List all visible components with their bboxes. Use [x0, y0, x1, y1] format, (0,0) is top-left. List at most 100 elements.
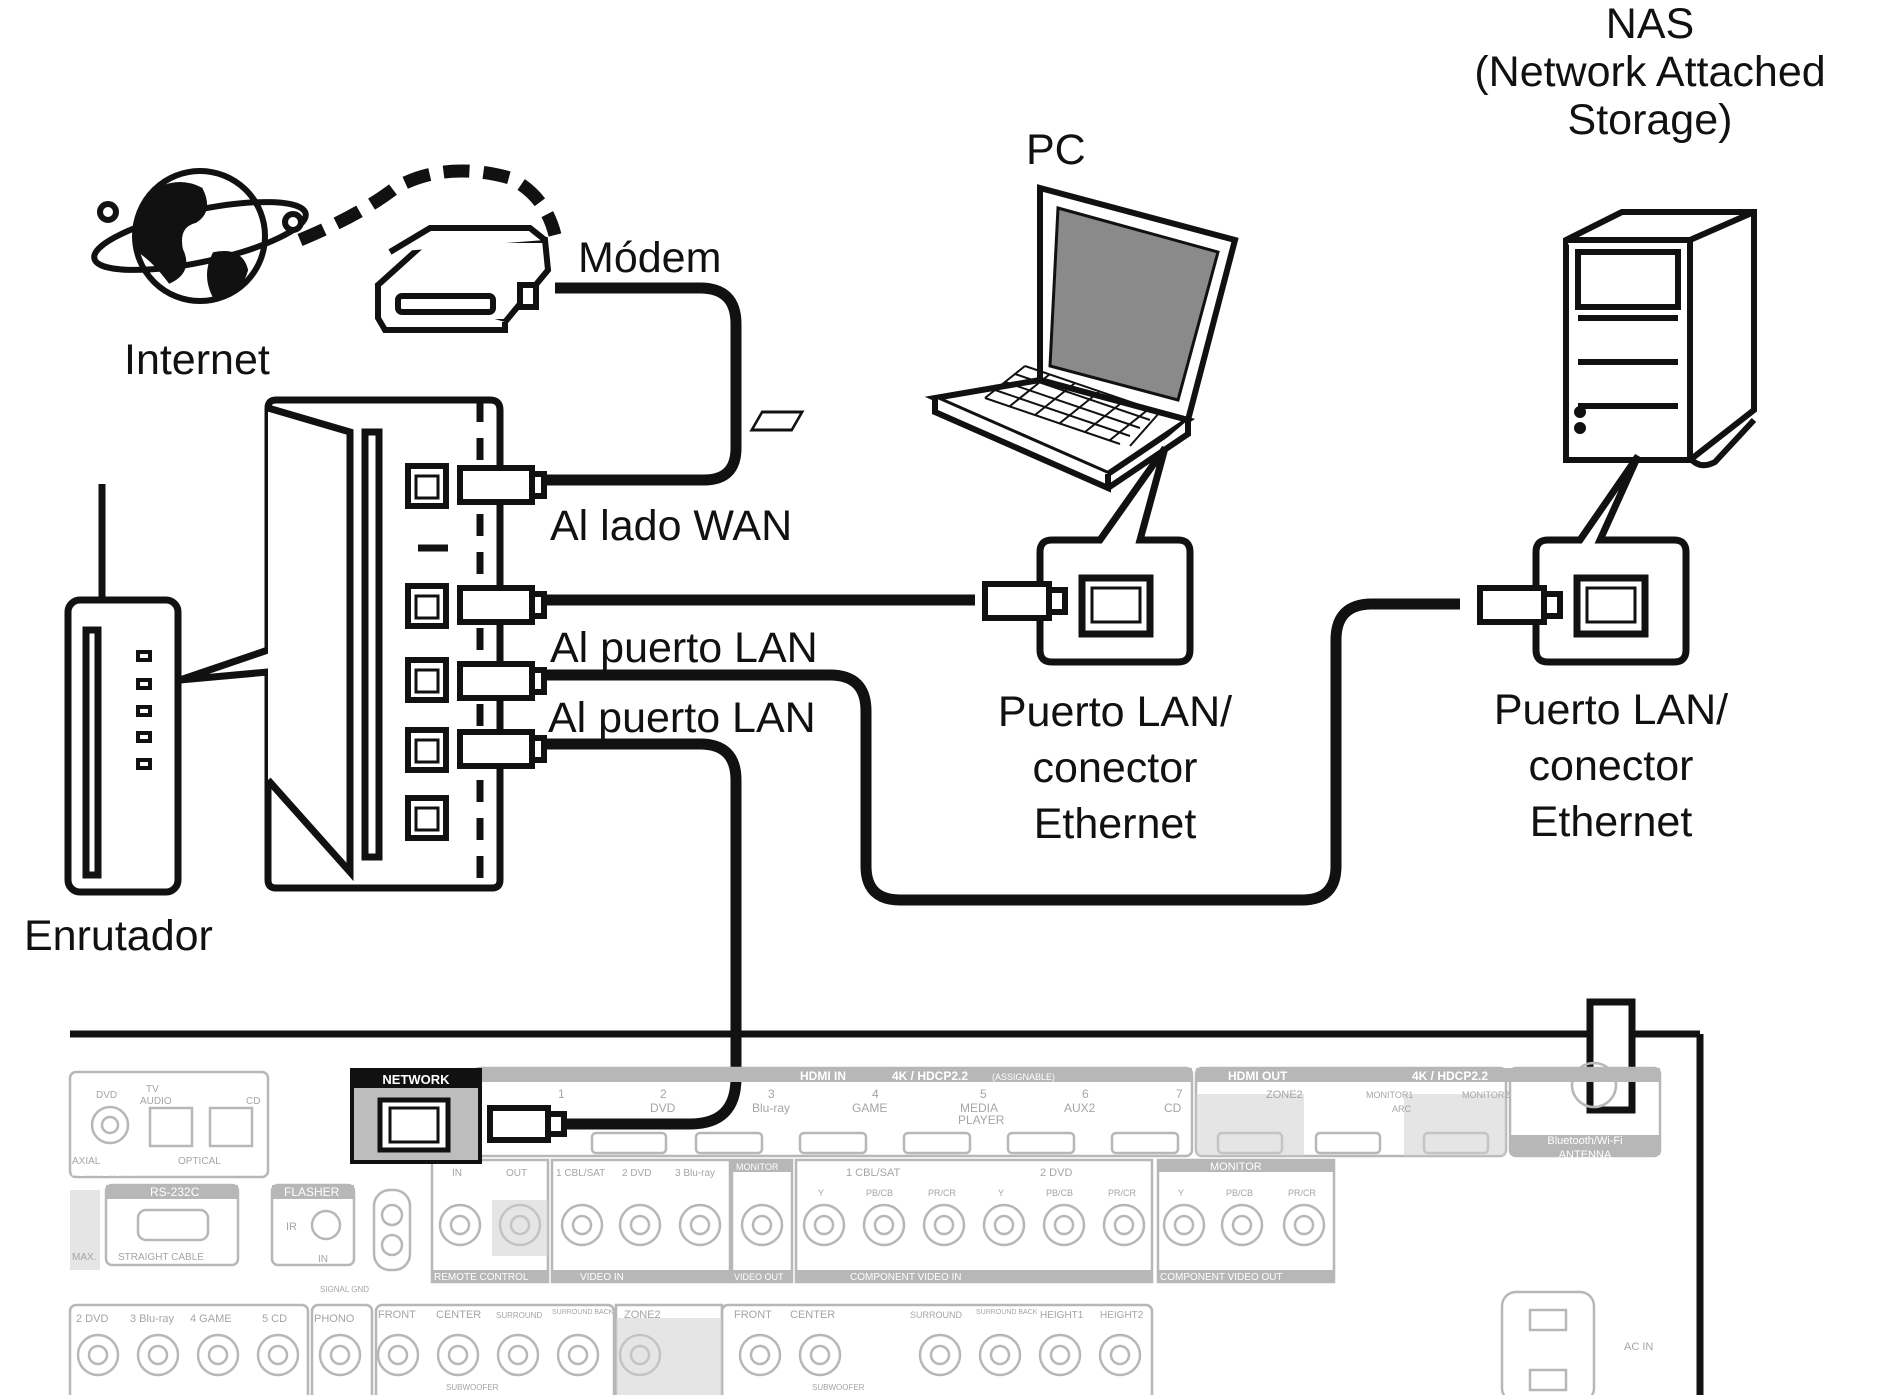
panel-label-hdmi-out-spec: 4K / HDCP2.2 — [1412, 1069, 1488, 1083]
panel-label-ain-5: 5 CD — [262, 1313, 287, 1325]
panel-label-bt-antenna-1: Bluetooth/Wi-Fi — [1547, 1135, 1622, 1147]
panel-label-subwoofer: SUBWOOFER — [446, 1383, 499, 1392]
panel-label-hdmi-in: HDMI IN — [800, 1069, 846, 1083]
panel-label-hdmi-3-name: Blu-ray — [752, 1101, 790, 1115]
pc-port-label-line3: Ethernet — [1033, 800, 1197, 849]
modem-label: Módem — [578, 234, 722, 282]
panel-label-center2: CENTER — [790, 1309, 835, 1321]
nas-title-line2: (Network Attached — [1474, 48, 1826, 97]
panel-label-ain-3: 3 Blu-ray — [130, 1313, 175, 1325]
nas-title-line3: Storage) — [1567, 96, 1733, 145]
router-lan-port-2 — [405, 657, 449, 703]
nas-port-label-line3: Ethernet — [1529, 798, 1693, 847]
panel-label-max: MAX. — [72, 1252, 96, 1263]
panel-label-ac-in: AC IN — [1624, 1341, 1653, 1353]
nas-port-label: Puerto LAN/ conector Ethernet — [1426, 686, 1796, 846]
panel-label-y: Y — [1178, 1188, 1184, 1198]
panel-label-hdmi-2-name: DVD — [650, 1101, 676, 1115]
nas-port-label-line1: Puerto LAN/ — [1493, 686, 1729, 734]
panel-network-label: NETWORK — [382, 1072, 450, 1087]
panel-label-component-video-out: COMPONENT VIDEO OUT — [1160, 1272, 1283, 1283]
router-lan-port-3 — [405, 727, 449, 773]
avr-network-port — [350, 1068, 482, 1164]
antenna-icon — [1586, 998, 1636, 1114]
panel-label-digital-audio-in: AL AUDIO IN — [72, 1167, 136, 1179]
panel-label-ir: IR — [286, 1221, 297, 1233]
panel-label-video-in: VIDEO IN — [580, 1272, 624, 1283]
panel-label-tv-audio2: AUDIO — [140, 1096, 172, 1107]
panel-label-y: Y — [818, 1188, 824, 1198]
panel-label-hdmi-7: 7 — [1176, 1087, 1183, 1101]
panel-label-pb: PB/CB — [1046, 1188, 1073, 1198]
lan-label-2: Al puerto LAN — [548, 694, 816, 742]
pc-title: PC — [1026, 126, 1086, 174]
panel-label-coaxial: AXIAL — [72, 1156, 101, 1167]
panel-label-center: CENTER — [436, 1309, 481, 1321]
panel-label-pb: PB/CB — [866, 1188, 893, 1198]
panel-label-assignable: (ASSIGNABLE) — [992, 1072, 1055, 1082]
panel-label-ain-4: 4 GAME — [190, 1313, 232, 1325]
nas-port-label-line2: conector — [1528, 742, 1694, 791]
nas-plug — [1477, 585, 1563, 625]
internet-label: Internet — [124, 336, 270, 384]
panel-label-height2: HEIGHT2 — [1100, 1310, 1144, 1321]
panel-label-surround-back: SURROUND BACK — [552, 1309, 614, 1316]
panel-label-hdmi-5: 5 — [980, 1087, 987, 1101]
panel-label-monitor: MONITOR — [736, 1162, 779, 1172]
cable-router-nas — [535, 598, 1460, 906]
panel-label-zone2-out: ZONE2 — [624, 1309, 661, 1321]
globe-icon — [91, 168, 309, 304]
panel-label-height1: HEIGHT1 — [1040, 1310, 1084, 1321]
pc-port-label-line2: conector — [1032, 744, 1198, 793]
nas-icon — [1563, 209, 1757, 469]
panel-label-surround: SURROUND — [496, 1311, 542, 1320]
panel-label-video-in-3: 3 Blu-ray — [675, 1168, 715, 1179]
router-lan-port-1 — [405, 583, 449, 629]
panel-label-video-out: VIDEO OUT — [734, 1272, 784, 1282]
panel-label-hdmi-6-name: AUX2 — [1064, 1101, 1096, 1115]
panel-label-subwoofer2: SUBWOOFER — [812, 1383, 865, 1392]
panel-label-video-in-2: 2 DVD — [622, 1168, 651, 1179]
panel-label-monitor-out: MONITOR — [1210, 1161, 1262, 1173]
panel-label-phono: PHONO — [314, 1313, 355, 1325]
panel-label-cd-small: CD — [246, 1096, 260, 1107]
panel-label-rs232c: RS-232C — [150, 1185, 200, 1199]
panel-label-hdmi-in-spec: 4K / HDCP2.2 — [892, 1069, 968, 1083]
panel-label-tv-audio: TV — [146, 1084, 159, 1095]
panel-label-comp-1: 1 CBL/SAT — [846, 1167, 900, 1179]
panel-label-bt-antenna-2: ANTENNA — [1559, 1149, 1612, 1161]
panel-label-flasher: FLASHER — [284, 1185, 340, 1199]
panel-label-hdmi-out: HDMI OUT — [1228, 1069, 1288, 1083]
panel-label-video-in-1: 1 CBL/SAT — [556, 1168, 605, 1179]
router-plugs — [457, 465, 547, 769]
panel-label-signal-gnd: SIGNAL GND — [320, 1285, 369, 1294]
nas-port-callout — [1532, 454, 1690, 666]
router-lan-port-4 — [405, 795, 449, 841]
panel-label-hdmi-6: 6 — [1082, 1087, 1089, 1101]
panel-label-hdmi-2: 2 — [660, 1087, 667, 1101]
modem-icon — [374, 225, 552, 333]
panel-label-front2: FRONT — [734, 1309, 772, 1321]
wan-label: Al lado WAN — [550, 502, 793, 550]
router-ports — [405, 463, 449, 841]
laptop-icon — [749, 184, 1239, 493]
avr-rear-panel: NETWORK HDMI IN 4K / HDCP2.2 (ASSIGNABLE… — [68, 998, 1704, 1400]
pc-port-callout — [1036, 445, 1194, 666]
router-icon — [64, 484, 182, 896]
panel-label-hdmi-4: 4 — [872, 1087, 879, 1101]
router-wan-port — [405, 463, 449, 509]
panel-label-hdmi-5-name2: PLAYER — [958, 1113, 1005, 1127]
panel-label-out: OUT — [506, 1168, 527, 1179]
panel-label-comp-2: 2 DVD — [1040, 1167, 1072, 1179]
panel-label-optical: OPTICAL — [178, 1156, 221, 1167]
panel-label-in: IN — [452, 1168, 462, 1179]
panel-label-hdmi-1: 1 — [558, 1087, 565, 1101]
router-callout — [178, 396, 504, 892]
panel-label-straight-cable: STRAIGHT CABLE — [118, 1252, 204, 1263]
panel-label-dvd-small: DVD — [96, 1090, 117, 1101]
panel-label-component-video-in: COMPONENT VIDEO IN — [850, 1272, 962, 1283]
panel-label-y: Y — [998, 1188, 1004, 1198]
panel-label-front: FRONT — [378, 1309, 416, 1321]
panel-label-monitor1: MONITOR1 — [1366, 1090, 1413, 1100]
